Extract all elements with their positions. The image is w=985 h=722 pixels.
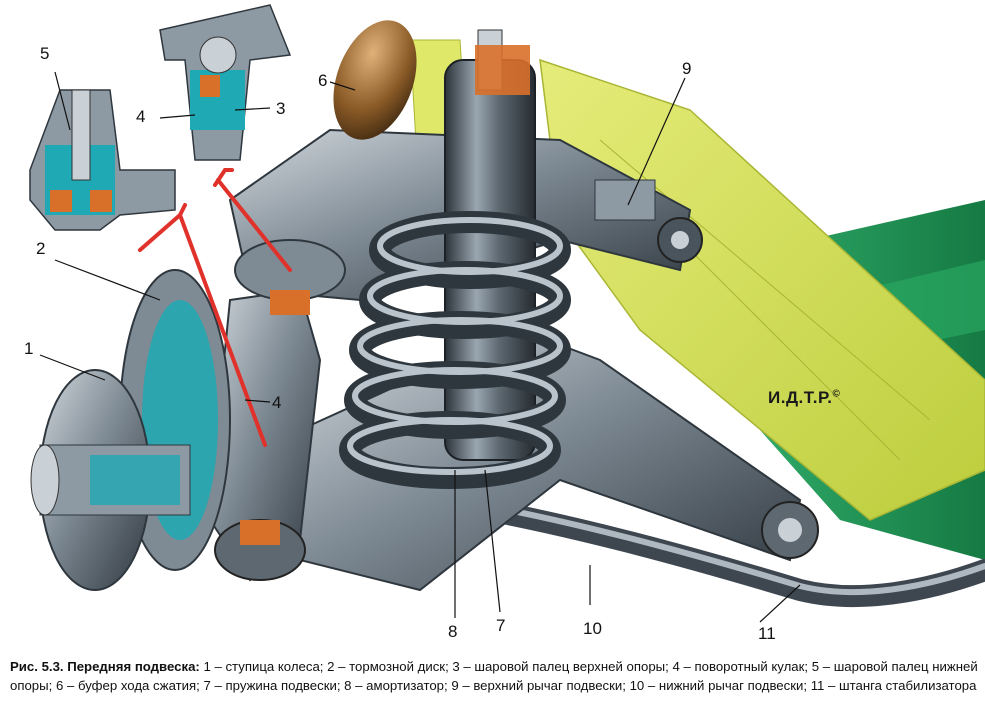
callout-7: 7 (496, 616, 506, 635)
callout-11: 11 (758, 624, 776, 643)
watermark: И.Д.Т.Р.© (768, 388, 840, 408)
compression-buffer (333, 20, 417, 140)
callout-5: 5 (40, 44, 50, 63)
callout-10: 10 (583, 619, 602, 638)
wheel-hub (30, 369, 191, 591)
callout-1: 1 (24, 339, 34, 358)
coil-spring-highlight (347, 217, 563, 475)
callout-6: 6 (318, 71, 328, 90)
watermark-text: И.Д.Т.Р. (768, 388, 833, 407)
inset-lower-ball-pin (29, 89, 176, 231)
leader-lines (39, 71, 801, 623)
caption-title: Рис. 5.3. Передняя подвеска: (10, 659, 200, 674)
copyright-mark: © (832, 388, 841, 400)
front-suspension-illustration (29, 4, 985, 623)
lower-ball-joint (214, 519, 306, 581)
callout-2: 2 (36, 239, 46, 258)
stabilizer-bar (419, 489, 985, 608)
callout-4-inset: 4 (136, 107, 146, 126)
inset-upper-ball-pin (159, 4, 292, 161)
inset-pointers (138, 168, 292, 447)
callout-9: 9 (682, 59, 692, 78)
callout-4-knuckle: 4 (272, 393, 282, 412)
caption-body: 1 – ступица колеса; 2 – тормозной диск; … (10, 659, 978, 693)
shock-absorber (444, 29, 536, 461)
callout-3: 3 (276, 99, 286, 118)
callout-8: 8 (448, 622, 458, 641)
figure-caption: Рис. 5.3. Передняя подвеска: 1 – ступица… (10, 657, 978, 695)
